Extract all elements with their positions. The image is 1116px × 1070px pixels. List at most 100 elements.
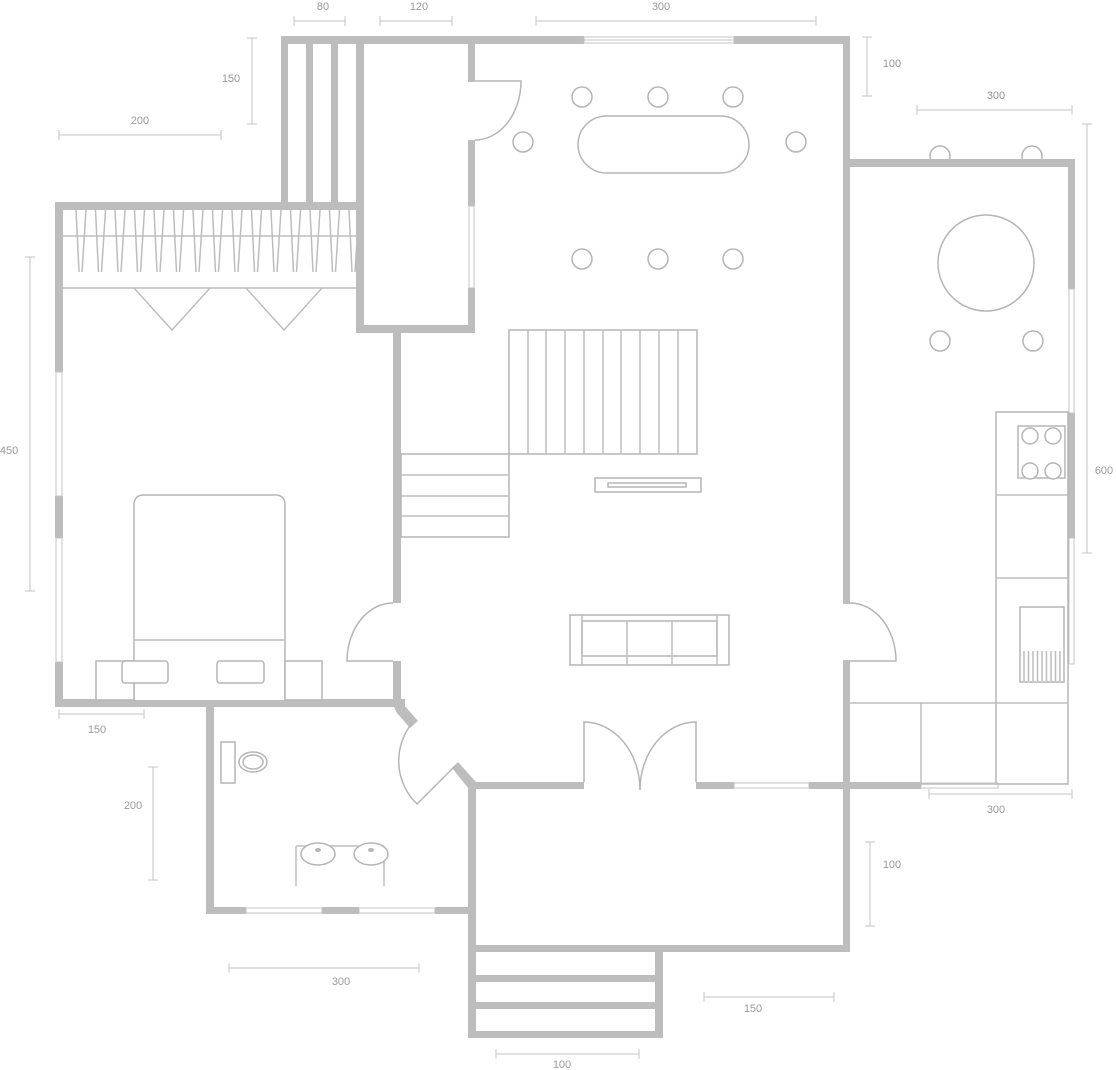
dimension-label: 300 [332, 976, 350, 988]
wall [435, 907, 475, 914]
chair [1022, 330, 1044, 352]
hanger [334, 209, 341, 273]
door [346, 602, 394, 662]
pillow [121, 660, 169, 684]
living-area [569, 477, 730, 666]
window [55, 371, 63, 497]
wall [468, 1031, 663, 1038]
sofa [569, 614, 730, 666]
window [55, 537, 63, 663]
hanger [94, 209, 100, 273]
hanger [270, 209, 275, 273]
burner [1044, 427, 1062, 445]
sink-basin [300, 842, 336, 866]
hanger [153, 209, 158, 273]
hanger [256, 209, 263, 273]
dimension-label: 300 [652, 1, 670, 13]
dish-rack [1023, 651, 1061, 681]
hanger [211, 209, 217, 273]
wall [393, 661, 401, 705]
dimension-label: 200 [131, 115, 149, 127]
wall [655, 945, 663, 1038]
window [1068, 288, 1075, 414]
dimension-label: 80 [317, 1, 329, 13]
kitchen [843, 145, 1075, 785]
dimension-label: 200 [124, 800, 142, 812]
wall [322, 907, 359, 914]
wall [55, 699, 405, 707]
wall [468, 140, 475, 206]
hanger [348, 209, 353, 273]
chair [571, 86, 593, 108]
wall [356, 325, 475, 333]
window [358, 907, 436, 914]
chair [647, 248, 669, 270]
staircase [400, 329, 698, 538]
hanger [120, 209, 126, 273]
hanger [354, 209, 360, 273]
wall [331, 36, 338, 206]
dimension-label: 150 [222, 73, 240, 85]
hanger [289, 209, 295, 273]
dimension-label: 100 [883, 58, 901, 70]
hanger [159, 209, 165, 273]
hanger [114, 209, 119, 273]
hanger [192, 209, 197, 273]
wall [206, 705, 214, 914]
hanger [75, 209, 80, 273]
window [733, 782, 810, 789]
wall [55, 202, 364, 210]
counter [995, 411, 1069, 785]
dimension-label: 150 [744, 1003, 762, 1015]
door [474, 80, 522, 141]
dimension-label: 120 [410, 1, 428, 13]
burner [1021, 462, 1039, 480]
wardrobe-door [245, 287, 323, 332]
wall [809, 782, 850, 789]
tv [607, 482, 687, 488]
wall [55, 202, 63, 372]
hanger [315, 209, 321, 273]
chair [647, 86, 669, 108]
window [245, 907, 323, 914]
doors [346, 80, 897, 806]
hanger [178, 209, 185, 273]
bedroom [95, 494, 323, 701]
wall [55, 496, 63, 538]
window [920, 782, 999, 789]
wall [843, 159, 1075, 167]
wall [468, 288, 475, 333]
hanger [237, 209, 243, 273]
wall [1068, 159, 1075, 289]
hanger [172, 209, 178, 273]
bathroom [220, 741, 389, 886]
dimension-label: 100 [553, 1059, 571, 1070]
wall [696, 782, 734, 789]
dimension-label: 450 [0, 445, 18, 457]
sink-basin [353, 842, 389, 866]
wall [306, 36, 313, 206]
hanger [295, 209, 302, 273]
wall [843, 782, 921, 789]
window [1068, 537, 1075, 665]
hanger [198, 209, 204, 273]
hanger [250, 209, 256, 273]
window [468, 205, 475, 289]
wall [734, 36, 850, 44]
hanger [139, 209, 146, 273]
wall [393, 333, 401, 603]
wall [1068, 413, 1075, 538]
wall [468, 782, 476, 1038]
door [583, 721, 641, 791]
chair [571, 248, 593, 270]
walls [55, 36, 1075, 1038]
hanger [217, 209, 224, 273]
hanger [100, 209, 107, 273]
wall [281, 36, 288, 206]
dimension-label: 300 [987, 804, 1005, 816]
chair [722, 248, 744, 270]
chair [929, 330, 951, 352]
wall [843, 660, 850, 952]
wall [468, 975, 663, 982]
wall [356, 36, 364, 333]
